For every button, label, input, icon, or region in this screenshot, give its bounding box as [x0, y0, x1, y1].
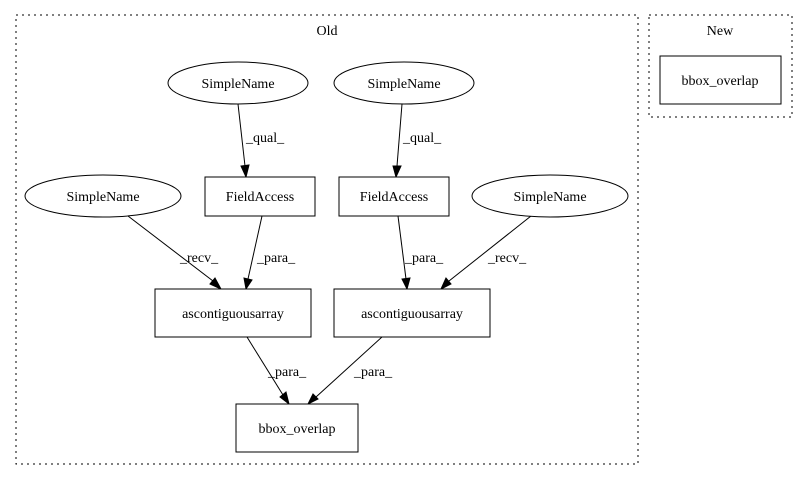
cluster-new: New	[648, 14, 793, 118]
node-simplename-top-left-label: SimpleName	[201, 77, 274, 92]
node-simplename-top-left: SimpleName	[167, 61, 309, 105]
edge-para-fa-left: _para_	[243, 215, 296, 291]
node-simplename-mid-left: SimpleName	[24, 174, 182, 218]
edge-para-aa-left-label: _para_	[267, 365, 307, 380]
edge-para-fa-left-label: _para_	[256, 251, 296, 266]
node-simplename-top-right-label: SimpleName	[367, 77, 440, 92]
node-ascontiguousarray-right-label: ascontiguousarray	[361, 307, 463, 322]
node-bbox-overlap-new: bbox_overlap	[659, 55, 782, 105]
edge-para-fa-right: _para_	[397, 215, 444, 291]
node-simplename-mid-right: SimpleName	[471, 174, 629, 218]
node-simplename-mid-left-label: SimpleName	[66, 190, 139, 205]
node-fieldaccess-left-label: FieldAccess	[226, 190, 294, 205]
node-bbox-overlap-new-label: bbox_overlap	[682, 74, 759, 89]
edge-qual-left: _qual_	[237, 103, 285, 179]
node-fieldaccess-right-label: FieldAccess	[360, 190, 428, 205]
edge-recv-right: _recv_	[439, 215, 532, 291]
node-ascontiguousarray-left: ascontiguousarray	[154, 288, 312, 338]
edge-para-aa-right-label: _para_	[353, 365, 393, 380]
edge-recv-right-label: _recv_	[487, 251, 527, 266]
edge-recv-left: _recv_	[127, 215, 223, 291]
node-ascontiguousarray-right: ascontiguousarray	[333, 288, 491, 338]
node-bbox-overlap-old: bbox_overlap	[235, 403, 359, 453]
node-fieldaccess-left: FieldAccess	[204, 176, 316, 217]
edge-qual-right: _qual_	[392, 103, 442, 179]
node-fieldaccess-right: FieldAccess	[338, 176, 450, 217]
cluster-old-label: Old	[317, 24, 338, 39]
edge-para-aa-left: _para_	[246, 336, 307, 406]
edge-para-aa-right: _para_	[306, 336, 393, 406]
cluster-old: Old	[15, 14, 639, 465]
edge-recv-left-label: _recv_	[179, 251, 219, 266]
cluster-old-border	[15, 14, 639, 465]
node-bbox-overlap-old-label: bbox_overlap	[259, 422, 336, 437]
node-ascontiguousarray-left-label: ascontiguousarray	[182, 307, 284, 322]
edge-para-fa-right-label: _para_	[404, 251, 444, 266]
cluster-new-border	[648, 14, 793, 118]
edge-qual-right-label: _qual_	[402, 131, 442, 146]
cluster-new-label: New	[707, 24, 734, 39]
node-simplename-mid-right-label: SimpleName	[513, 190, 586, 205]
edge-qual-left-label: _qual_	[245, 131, 285, 146]
node-simplename-top-right: SimpleName	[333, 61, 475, 105]
